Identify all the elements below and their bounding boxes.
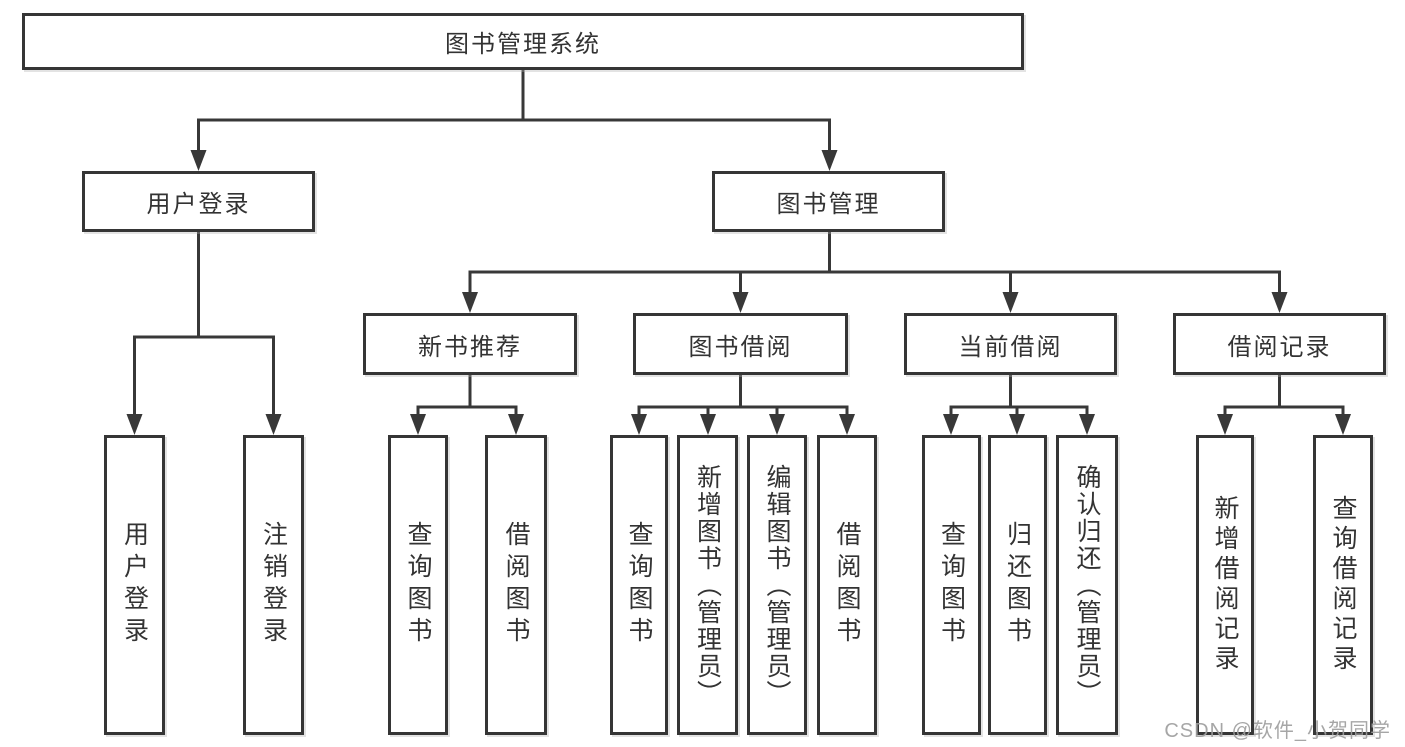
leaf-confirm-return-admin: 确认归还（管理员） (1056, 435, 1118, 735)
leaf-add-books-admin-label: 新增图书（管理员） (693, 463, 722, 707)
leaf-borrow-books-recommend-label: 借阅图书 (502, 521, 530, 649)
leaf-logout-login-label: 注销登录 (259, 521, 288, 649)
leaf-borrow-books-label: 借阅图书 (833, 521, 861, 649)
leaf-user-login: 用户登录 (104, 435, 165, 735)
leaf-query-books-current-label: 查询图书 (937, 521, 966, 649)
leaf-query-borrow-record: 查询借阅记录 (1313, 435, 1373, 735)
leaf-query-books-current: 查询图书 (922, 435, 981, 735)
leaf-query-books-recommend: 查询图书 (388, 435, 448, 735)
node-borrow-records-label: 借阅记录 (1227, 333, 1332, 361)
leaf-add-books-admin: 新增图书（管理员） (677, 435, 738, 735)
leaf-query-books-borrow-label: 查询图书 (625, 521, 653, 649)
leaf-query-books-borrow: 查询图书 (610, 435, 668, 735)
leaf-query-borrow-record-label: 查询借阅记录 (1329, 495, 1357, 675)
node-library-system: 图书管理系统 (22, 13, 1024, 70)
node-book-management-label: 图书管理 (776, 191, 881, 218)
node-new-book-recommend: 新书推荐 (363, 313, 577, 375)
leaf-edit-books-admin-label: 编辑图书（管理员） (763, 463, 791, 707)
leaf-edit-books-admin: 编辑图书（管理员） (747, 435, 807, 735)
leaf-add-borrow-record-label: 新增借阅记录 (1211, 495, 1239, 675)
leaf-return-books-label: 归还图书 (1003, 521, 1032, 649)
leaf-user-login-label: 用户登录 (120, 521, 149, 649)
node-current-borrow-label: 当前借阅 (958, 333, 1063, 361)
node-book-borrow: 图书借阅 (633, 313, 848, 375)
node-book-borrow-label: 图书借阅 (688, 333, 793, 361)
leaf-borrow-books: 借阅图书 (817, 435, 877, 735)
leaf-add-borrow-record: 新增借阅记录 (1196, 435, 1254, 735)
leaf-borrow-books-recommend: 借阅图书 (485, 435, 547, 735)
node-user-login-label: 用户登录 (146, 191, 251, 218)
leaf-return-books: 归还图书 (988, 435, 1047, 735)
csdn-watermark: CSDN @软件_小贺同学 (1164, 720, 1391, 742)
node-new-book-recommend-label: 新书推荐 (418, 333, 522, 361)
node-user-login: 用户登录 (82, 171, 315, 232)
leaf-confirm-return-admin-label: 确认归还（管理员） (1073, 463, 1101, 707)
node-borrow-records: 借阅记录 (1173, 313, 1386, 375)
node-book-management: 图书管理 (712, 171, 945, 232)
leaf-logout-login: 注销登录 (243, 435, 304, 735)
node-current-borrow: 当前借阅 (904, 313, 1117, 375)
node-library-system-label: 图书管理系统 (445, 31, 601, 58)
leaf-query-books-recommend-label: 查询图书 (404, 521, 432, 649)
